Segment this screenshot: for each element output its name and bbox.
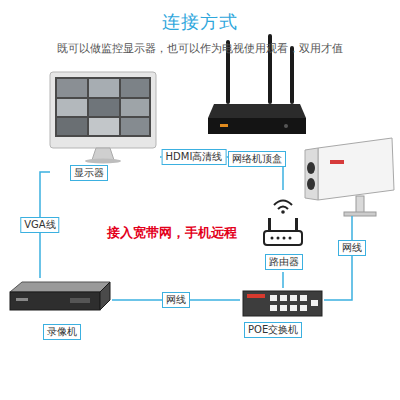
- monitor-illustration: [50, 72, 156, 164]
- device-node: 路由器: [263, 190, 303, 272]
- camera-cable: [324, 216, 352, 300]
- cable-connector: [282, 272, 284, 288]
- device-label: 显示器: [70, 165, 108, 181]
- diagram-title: 连接方式: [0, 10, 400, 34]
- device-label: 路由器: [265, 254, 303, 270]
- camera-illustration: [305, 138, 394, 216]
- router-illustration: [264, 201, 302, 246]
- cable-label: VGA线: [20, 217, 59, 233]
- cable-label: HDMI高清线: [162, 149, 227, 165]
- cable-connector: [282, 167, 284, 190]
- device-label: 网络机顶盒: [228, 151, 286, 167]
- device-node: 显示器: [50, 70, 160, 182]
- device-node: 录像机: [8, 278, 112, 342]
- nvr-illustration: [10, 282, 110, 310]
- subtitle-note: 既可以做监控显示器，也可以作为电视使用观看，双用才值: [57, 41, 343, 56]
- device-node: POE交换机: [240, 288, 324, 340]
- cable-label: 网线: [162, 292, 190, 308]
- device-label: 录像机: [43, 324, 81, 340]
- banner-note: 接入宽带网，手机远程: [103, 223, 241, 243]
- poe-switch-illustration: [243, 291, 322, 316]
- cable-label: 网线: [338, 240, 366, 256]
- device-label: POE交换机: [244, 322, 302, 338]
